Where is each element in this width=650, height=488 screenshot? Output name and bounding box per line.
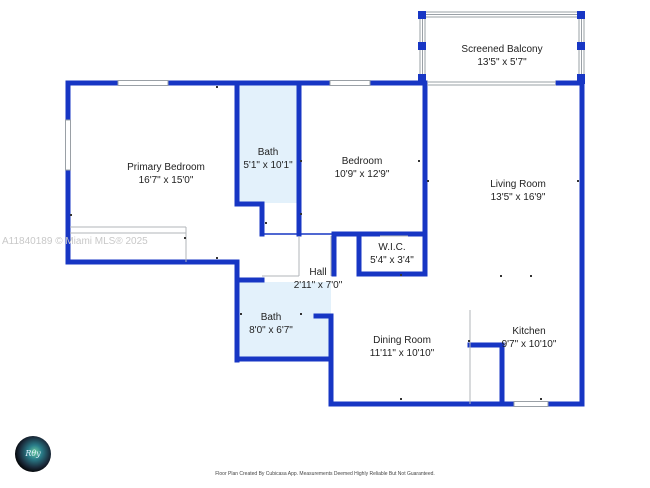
closet-shelf	[70, 226, 187, 262]
room-label-dining-room: Dining Room 11'11" x 10'10"	[369, 335, 435, 359]
room-label-bedroom: Bedroom 10'9" x 12'9"	[334, 156, 390, 180]
brand-logo-text: Rθy	[25, 449, 41, 458]
room-label-living-room: Living Room 13'5" x 16'9"	[490, 179, 546, 203]
wall-ticks	[70, 86, 579, 400]
bath-1-floor	[238, 85, 298, 203]
room-label-primary-bedroom: Primary Bedroom 16'7" x 15'0"	[127, 162, 205, 186]
room-label-wic: W.I.C. 5'4" x 3'4"	[370, 242, 414, 266]
brand-logo: Rθy	[15, 436, 51, 472]
room-label-bath-1: Bath 5'1" x 10'1"	[243, 147, 293, 171]
mls-watermark: A11840189 © Miami MLS® 2025	[2, 236, 148, 247]
room-label-screened-balcony: Screened Balcony 13'5" x 5'7"	[461, 44, 543, 68]
balcony-posts	[418, 11, 585, 84]
room-label-kitchen: Kitchen 9'7" x 10'10"	[501, 326, 557, 350]
room-label-hall: Hall 2'11" x 7'0"	[293, 267, 343, 291]
room-label-bath-2: Bath 8'0" x 6'7"	[249, 312, 293, 336]
windows	[65, 80, 549, 407]
bath-2-floor	[238, 282, 331, 357]
door-lines	[262, 235, 471, 404]
footer-disclaimer: Floor Plan Created By Cubicasa App. Meas…	[215, 471, 435, 477]
balcony-sliding-door	[427, 81, 556, 86]
